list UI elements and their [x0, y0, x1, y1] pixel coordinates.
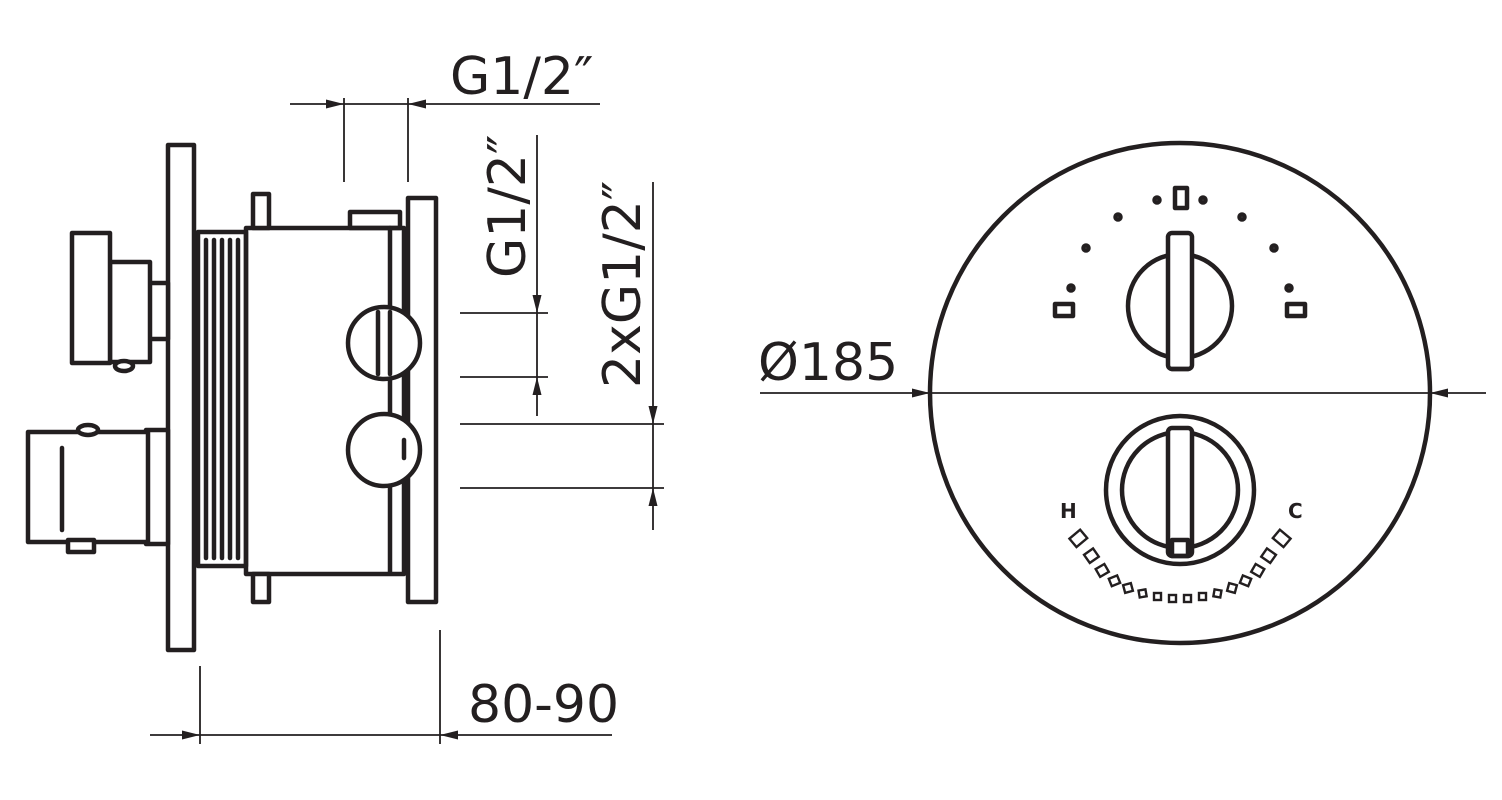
dimension-side-inlet: G1/2″ — [460, 135, 548, 416]
dim-label-top-inlet: G1/2″ — [450, 47, 593, 107]
dimension-outlets: 2xG1/2″ — [460, 181, 664, 530]
hot-label: H — [1060, 499, 1077, 523]
dim-label-side-inlet: G1/2″ — [478, 135, 538, 278]
side-view: G1/2″ G1/2″ 2xG1/2″ 80-90 — [25, 47, 664, 744]
valve-body — [243, 225, 407, 577]
diverter-scale — [1052, 185, 1308, 319]
temperature-knob-front[interactable] — [1103, 413, 1257, 567]
diverter-knob-front[interactable] — [1125, 230, 1235, 372]
thermostatic-handle — [25, 422, 171, 555]
body-tab-bottom — [250, 571, 272, 605]
threaded-sleeve — [195, 229, 249, 569]
port-lower — [345, 411, 423, 489]
dim-label-depth: 80-90 — [468, 675, 619, 735]
rear-plate — [405, 195, 439, 605]
dimension-depth: 80-90 — [150, 630, 619, 744]
dimension-diameter: Ø185 — [758, 333, 1486, 398]
body-tab-top — [250, 191, 272, 231]
front-view: Ø185 H — [758, 140, 1486, 646]
dim-label-outlets: 2xG1/2″ — [593, 181, 653, 388]
diverter-knob — [69, 230, 171, 374]
cover-plate — [165, 142, 197, 653]
cold-label: C — [1288, 499, 1303, 523]
dim-label-diameter: Ø185 — [758, 333, 898, 393]
port-upper — [345, 304, 423, 382]
body-top-lug — [347, 209, 403, 231]
dimension-top-inlet: G1/2″ — [290, 47, 600, 182]
temperature-scale — [1067, 527, 1293, 604]
